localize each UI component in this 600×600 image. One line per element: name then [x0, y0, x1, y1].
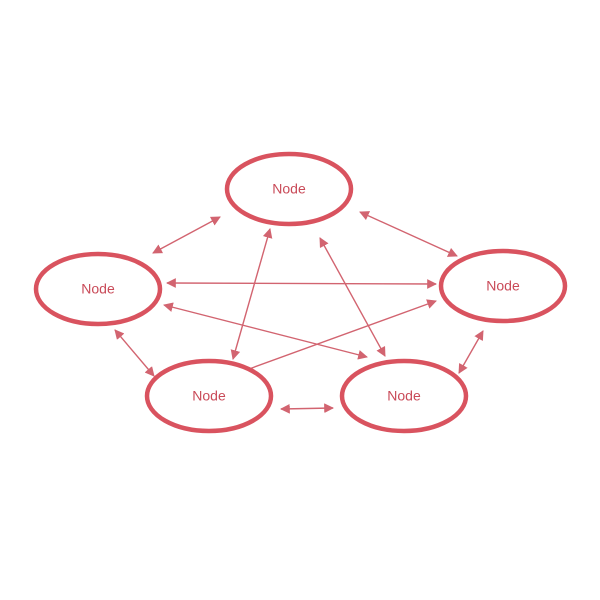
node-left: Node — [33, 251, 163, 327]
node-ellipse — [33, 251, 163, 327]
node-ellipse — [144, 358, 274, 434]
node-right: Node — [438, 248, 568, 324]
edge-top-right — [359, 211, 458, 257]
node-bottom-left: Node — [144, 358, 274, 434]
edge-right-bottom-left — [237, 299, 437, 375]
node-label: Node — [387, 388, 421, 404]
edge-left-right — [166, 278, 437, 289]
edge-top-bottom-right — [319, 237, 386, 357]
node-bottom-right: Node — [339, 358, 469, 434]
node-ellipse — [438, 248, 568, 324]
edge-bottom-left-bottom-right — [280, 403, 334, 414]
edge-left-bottom-right — [163, 302, 368, 360]
node-ellipse — [339, 358, 469, 434]
edges-layer — [114, 211, 484, 414]
node-label: Node — [81, 281, 115, 297]
node-label: Node — [272, 181, 306, 197]
edge-top-bottom-left — [230, 228, 273, 360]
node-label: Node — [486, 278, 520, 294]
edge-left-bottom-left — [114, 329, 155, 377]
edge-top-left — [152, 216, 221, 254]
node-top: Node — [224, 151, 354, 227]
edge-right-bottom-right — [458, 330, 484, 374]
node-label: Node — [192, 388, 226, 404]
node-ellipse — [224, 151, 354, 227]
